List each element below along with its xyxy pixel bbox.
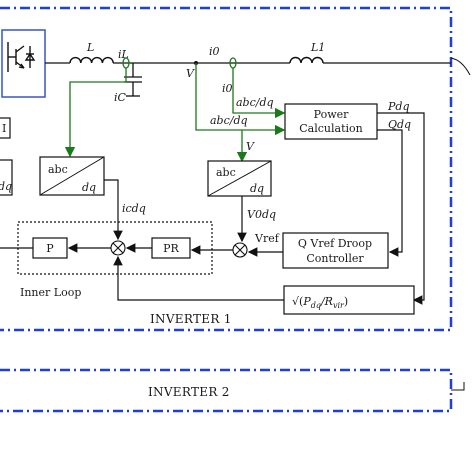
power-calc-line1: Power <box>314 108 350 121</box>
abc-dq-mid-diagonal <box>207 160 272 197</box>
label-Vref: Vref <box>254 232 280 245</box>
label-L1: L1 <box>310 41 325 54</box>
label-Qdq: Qdq <box>388 118 411 131</box>
abc-dq-left-top: abc <box>48 163 68 176</box>
igbt-icon <box>7 42 36 72</box>
pr-block-label: PR <box>163 242 179 255</box>
edge-block-top <box>0 117 11 139</box>
inductor-L <box>69 56 114 64</box>
power-calc-line2: Calculation <box>299 122 362 135</box>
label-icdq: icdq <box>122 202 146 215</box>
label-V-down: V <box>246 140 255 153</box>
q-vref-droop-block <box>282 232 389 269</box>
label-i0: i0 <box>209 45 220 58</box>
abc-dq-left-bottom: dq <box>82 181 96 194</box>
inductor-L1 <box>289 56 324 64</box>
edge-block-top-label: I <box>2 122 6 135</box>
sum-junction-inner <box>110 240 126 256</box>
label-iL: iL <box>118 48 129 61</box>
label-abc-dq-1: abc/dq <box>236 96 274 109</box>
p-block-label: P <box>46 242 54 255</box>
abc-dq-left-diagonal <box>39 156 105 196</box>
inner-loop-label: Inner Loop <box>20 286 81 299</box>
label-iC: iC <box>114 91 127 104</box>
output-bus-line <box>450 57 471 76</box>
sum-junction-outer <box>232 242 248 258</box>
inverter2-border <box>0 368 453 413</box>
label-V-node: V <box>186 67 195 80</box>
inverter2-output-line <box>451 382 465 391</box>
q-droop-line1: Q Vref Droop <box>298 237 372 250</box>
inverter1-border <box>0 6 453 332</box>
q-droop-line2: Controller <box>306 252 364 265</box>
power-calculation-block <box>284 103 378 140</box>
label-i0-arrow: i0 <box>222 82 233 95</box>
capacitor-C <box>124 63 142 97</box>
inverter1-title: INVERTER 1 <box>150 312 232 326</box>
label-Pdq: Pdq <box>387 100 409 113</box>
abc-dq-mid-bottom: dq <box>250 182 264 195</box>
inverter2-title: INVERTER 2 <box>148 385 230 399</box>
abc-dq-mid-top: abc <box>216 166 236 179</box>
power-calc-outputs <box>377 112 425 305</box>
edge-block-mid-label: dq <box>0 180 12 193</box>
signal-lines <box>0 179 284 301</box>
label-V0dq: V0dq <box>247 208 276 221</box>
label-abc-dq-2: abc/dq <box>210 114 248 127</box>
label-L: L <box>86 41 94 54</box>
edge-block-mid <box>0 159 13 196</box>
sense-lines <box>64 63 286 163</box>
